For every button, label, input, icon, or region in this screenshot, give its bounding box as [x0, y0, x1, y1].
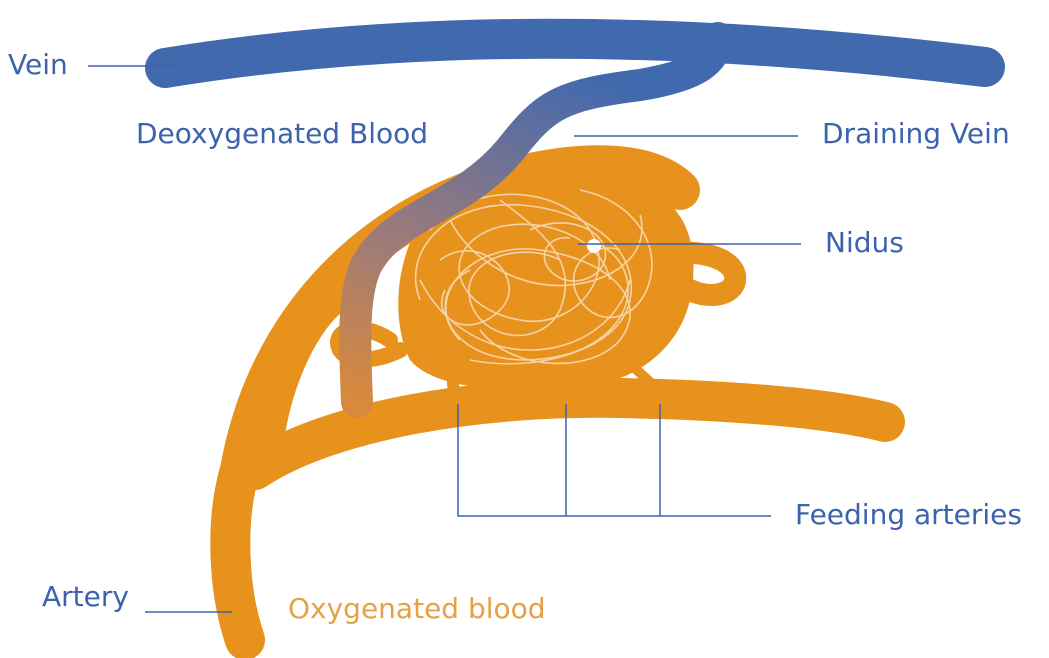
artery-label: Artery — [42, 583, 129, 611]
vein-label: Vein — [8, 51, 68, 79]
feeding-arteries-label: Feeding arteries — [795, 501, 1022, 529]
nidus-label: Nidus — [825, 229, 904, 257]
nidus-center-dot — [587, 239, 601, 253]
oxygenated-blood-label: Oxygenated blood — [288, 595, 546, 623]
deoxygenated-blood-label: Deoxygenated Blood — [136, 120, 428, 148]
draining-vein-label: Draining Vein — [822, 120, 1010, 148]
vein — [165, 39, 985, 68]
